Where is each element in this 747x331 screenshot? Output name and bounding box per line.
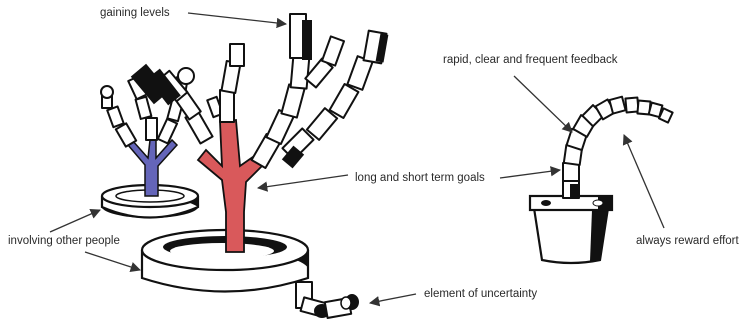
large-tree-branches xyxy=(147,14,388,168)
arrow-uncertainty xyxy=(370,294,416,303)
arrow-gaining-levels xyxy=(188,13,286,24)
label-gaining-levels: gaining levels xyxy=(100,7,170,19)
feedback-arch xyxy=(563,97,673,198)
arrow-goals-left xyxy=(258,175,348,188)
uncertainty-blocks xyxy=(296,282,359,318)
label-feedback: rapid, clear and frequent feedback xyxy=(443,54,618,66)
arrow-involving-small xyxy=(50,210,100,232)
arrow-involving-large xyxy=(85,252,140,270)
label-involving: involving other people xyxy=(8,235,120,247)
arrow-goals-right xyxy=(500,170,560,178)
label-reward: always reward effort xyxy=(636,235,739,247)
label-uncertainty: element of uncertainty xyxy=(424,288,537,300)
feedback-pot xyxy=(530,196,612,263)
arrow-feedback xyxy=(514,76,572,132)
label-goals: long and short term goals xyxy=(355,172,485,184)
arrow-reward xyxy=(624,135,664,228)
large-pot xyxy=(142,230,308,292)
